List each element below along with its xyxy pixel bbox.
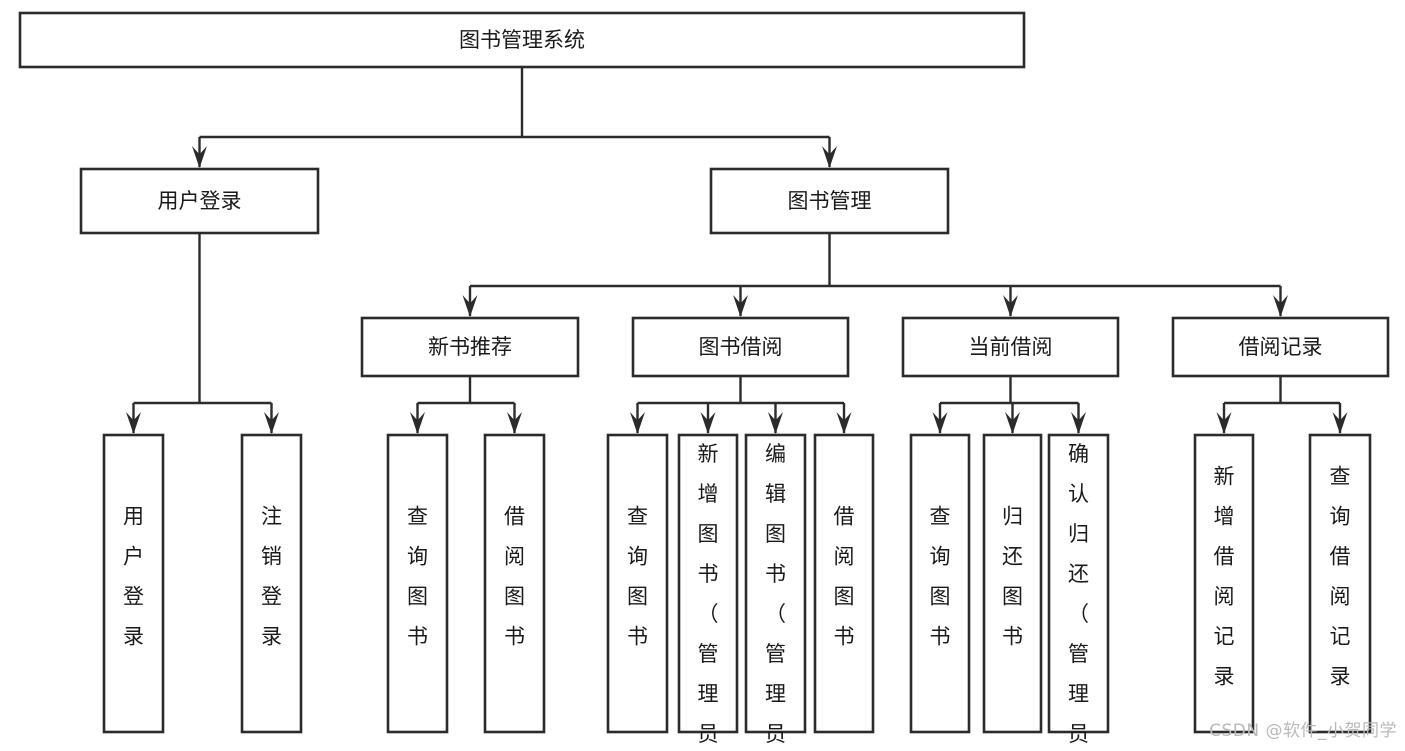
node-box-borrow-record: [1171, 316, 1390, 378]
node-box-user-login: [79, 167, 320, 235]
node-label-query-borrow-record: 查询借阅记录: [1330, 465, 1351, 689]
arrow-head-borrow-book-1: [507, 412, 522, 434]
node-label-confirm-return-admin: 确认归还（管理员）: [1068, 442, 1089, 747]
node-edit-book-admin[interactable]: 编辑图书（管理员）: [744, 433, 807, 747]
node-box-query-book-2: [606, 433, 669, 734]
node-borrow-record[interactable]: 借阅记录: [1171, 316, 1390, 378]
node-box-user-login-do: [102, 433, 165, 734]
node-user-login[interactable]: 用户登录: [79, 167, 320, 235]
node-box-add-book-admin: [677, 433, 739, 734]
node-add-borrow-record[interactable]: 新增借阅记录: [1193, 433, 1255, 734]
arrow-head-borrow-record: [1273, 295, 1288, 317]
arrow-head-book-manage: [822, 146, 837, 168]
node-box-query-book-1: [386, 433, 449, 734]
node-label-user-login: 用户登录: [158, 189, 242, 213]
node-box-return-book: [982, 433, 1043, 734]
node-label-user-logout: 注销登录: [261, 505, 282, 649]
node-current-borrow[interactable]: 当前借阅: [901, 316, 1120, 378]
node-confirm-return-admin[interactable]: 确认归还（管理员）: [1047, 433, 1110, 747]
node-label-current-borrow: 当前借阅: [969, 335, 1053, 359]
node-box-add-borrow-record: [1193, 433, 1255, 734]
node-box-user-logout: [240, 433, 303, 734]
arrow-head-user-logout: [264, 412, 279, 434]
node-box-query-borrow-record: [1308, 433, 1372, 734]
node-borrow-book-2[interactable]: 借阅图书: [813, 433, 875, 734]
node-book-manage[interactable]: 图书管理: [709, 167, 950, 235]
node-query-book-1[interactable]: 查询图书: [386, 433, 449, 734]
node-user-logout[interactable]: 注销登录: [240, 433, 303, 734]
node-query-borrow-record[interactable]: 查询借阅记录: [1308, 433, 1372, 734]
node-add-book-admin[interactable]: 新增图书（管理员）: [677, 433, 739, 747]
arrow-head-user-login-do: [126, 412, 141, 434]
node-label-root: 图书管理系统: [459, 28, 585, 52]
node-label-query-book-3: 查询图书: [930, 505, 951, 649]
node-label-borrow-book-2: 借阅图书: [834, 505, 855, 649]
node-book-borrow[interactable]: 图书借阅: [631, 316, 850, 378]
node-box-confirm-return-admin: [1047, 433, 1110, 734]
node-user-login-do[interactable]: 用户登录: [102, 433, 165, 734]
node-borrow-book-1[interactable]: 借阅图书: [483, 433, 546, 734]
arrow-head-current-borrow: [1003, 295, 1018, 317]
node-label-edit-book-admin: 编辑图书（管理员）: [765, 442, 786, 747]
connector-layer: [126, 67, 1348, 434]
node-box-borrow-book-2: [813, 433, 875, 734]
node-label-borrow-record: 借阅记录: [1239, 335, 1323, 359]
node-label-borrow-book-1: 借阅图书: [504, 505, 525, 649]
node-root[interactable]: 图书管理系统: [18, 11, 1026, 69]
node-box-new-book-recommend: [360, 316, 580, 378]
arrow-head-book-borrow: [733, 295, 748, 317]
arrow-head-query-borrow-record: [1332, 412, 1348, 434]
node-box-root: [18, 11, 1026, 69]
arrow-head-confirm-return-admin: [1071, 412, 1086, 434]
node-layer: 图书管理系统用户登录用户登录注销登录图书管理新书推荐查询图书借阅图书图书借阅查询…: [18, 11, 1390, 747]
node-label-return-book: 归还图书: [1002, 505, 1023, 649]
arrow-head-add-book-admin: [700, 412, 716, 434]
node-label-add-book-admin: 新增图书（管理员）: [698, 442, 719, 747]
node-box-book-borrow: [631, 316, 850, 378]
arrow-head-new-book-recommend: [462, 295, 478, 317]
node-box-current-borrow: [901, 316, 1120, 378]
arrow-head-query-book-2: [630, 412, 645, 434]
node-label-add-borrow-record: 新增借阅记录: [1214, 465, 1235, 689]
arrow-head-add-borrow-record: [1216, 412, 1232, 434]
node-box-borrow-book-1: [483, 433, 546, 734]
node-label-new-book-recommend: 新书推荐: [428, 335, 512, 359]
node-return-book[interactable]: 归还图书: [982, 433, 1043, 734]
node-query-book-3[interactable]: 查询图书: [909, 433, 971, 734]
node-box-edit-book-admin: [744, 433, 807, 734]
node-label-user-login-do: 用户登录: [123, 505, 144, 649]
node-box-query-book-3: [909, 433, 971, 734]
node-query-book-2[interactable]: 查询图书: [606, 433, 669, 734]
arrow-head-query-book-1: [410, 412, 425, 434]
arrow-head-return-book: [1005, 412, 1020, 434]
arrow-head-borrow-book-2: [836, 412, 852, 434]
node-label-book-borrow: 图书借阅: [699, 335, 783, 359]
arrow-head-edit-book-admin: [768, 412, 783, 434]
node-new-book-recommend[interactable]: 新书推荐: [360, 316, 580, 378]
arrow-head-query-book-3: [932, 412, 948, 434]
node-box-book-manage: [709, 167, 950, 235]
node-label-query-book-1: 查询图书: [407, 505, 428, 649]
arrow-head-user-login: [192, 146, 207, 168]
node-label-query-book-2: 查询图书: [627, 505, 648, 649]
node-label-book-manage: 图书管理: [788, 189, 872, 213]
